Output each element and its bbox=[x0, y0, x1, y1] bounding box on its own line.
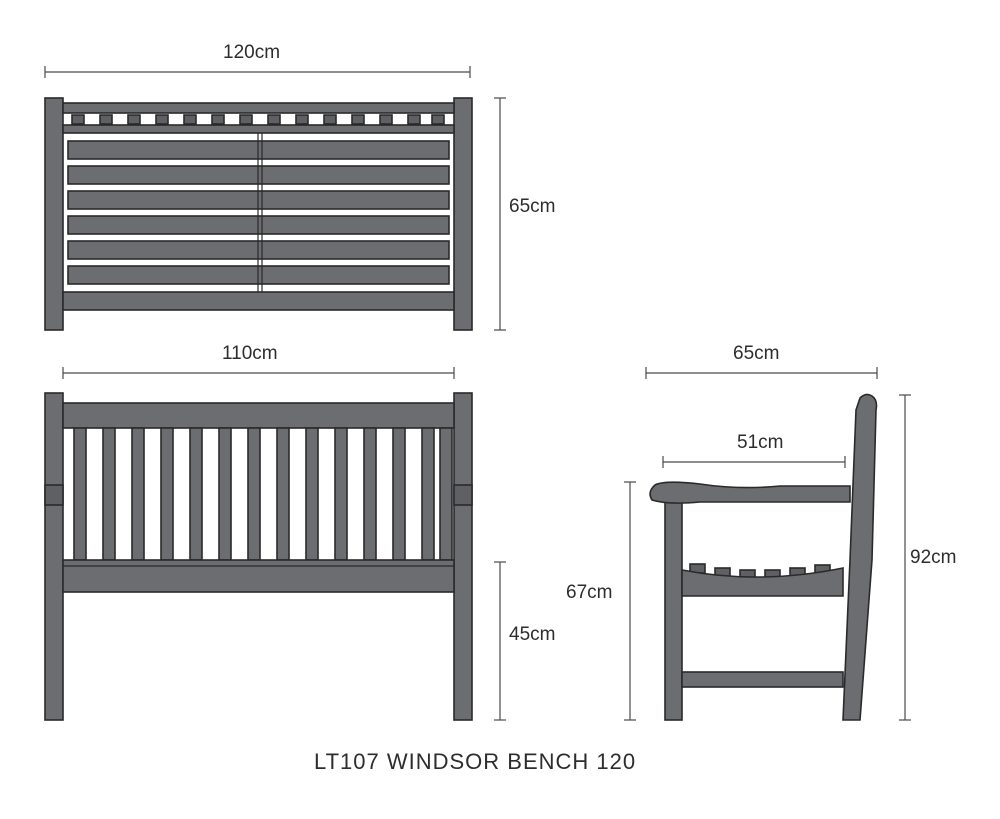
top-right-arm bbox=[453, 97, 473, 331]
front-width-dimension bbox=[62, 367, 455, 379]
side-back-leg bbox=[842, 393, 878, 721]
side-depth-label: 65cm bbox=[733, 343, 780, 364]
top-left-arm bbox=[44, 97, 64, 331]
front-left-leg bbox=[44, 392, 64, 721]
top-width-dimension bbox=[44, 66, 471, 78]
front-top-rail bbox=[62, 402, 455, 429]
top-depth-dimension bbox=[494, 97, 506, 331]
side-seat-depth-label: 51cm bbox=[737, 432, 784, 453]
top-width-label: 120cm bbox=[223, 42, 281, 63]
front-seat-rail bbox=[62, 559, 455, 593]
side-seat-slat-ends bbox=[689, 563, 831, 580]
front-right-leg bbox=[453, 392, 473, 721]
side-view bbox=[624, 367, 911, 721]
side-arm-height-label: 67cm bbox=[566, 582, 613, 603]
top-view bbox=[44, 66, 506, 331]
side-total-height-label: 92cm bbox=[910, 547, 957, 568]
top-back-slats bbox=[71, 114, 445, 125]
front-view bbox=[44, 367, 506, 721]
top-back-rail bbox=[62, 102, 455, 114]
side-stretcher bbox=[681, 671, 844, 688]
front-seat-height-label: 45cm bbox=[509, 624, 556, 645]
top-depth-label: 65cm bbox=[509, 196, 556, 217]
top-seat-slats bbox=[62, 133, 455, 311]
side-depth-dimension bbox=[645, 367, 878, 379]
side-armrest bbox=[649, 481, 851, 504]
front-seat-height-dimension bbox=[494, 561, 506, 721]
side-front-leg bbox=[664, 499, 683, 721]
side-seat-depth-dimension bbox=[662, 456, 846, 468]
side-total-height-dimension bbox=[899, 394, 911, 721]
top-back-rail-lower bbox=[62, 124, 455, 134]
side-seat-rail bbox=[681, 567, 844, 597]
front-width-label: 110cm bbox=[222, 343, 278, 364]
side-arm-height-dimension bbox=[624, 481, 636, 721]
diagram-title: LT107 WINDSOR BENCH 120 bbox=[314, 749, 637, 774]
front-back-slats bbox=[73, 427, 453, 561]
